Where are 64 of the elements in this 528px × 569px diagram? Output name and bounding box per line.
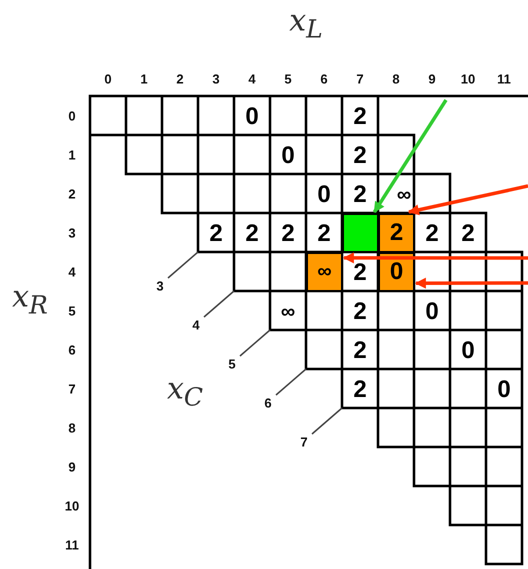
column-number: 3 <box>212 72 220 86</box>
diagonal-number: 5 <box>228 358 236 370</box>
cell-value: 0 <box>281 144 295 168</box>
highlighted-cell <box>378 252 415 292</box>
axis-label: x$_{C}$ <box>166 374 204 410</box>
column-number: 9 <box>428 72 436 86</box>
cell-value: 0 <box>497 378 511 402</box>
arrow <box>414 278 528 289</box>
highlighted-cell <box>306 252 343 292</box>
diagonal-number: 3 <box>156 280 164 292</box>
cell-value: 0 <box>245 104 259 128</box>
column-number: 5 <box>284 72 292 86</box>
cell-value: ∞ <box>317 260 332 284</box>
column-number: 6 <box>320 72 328 86</box>
cell-value: 2 <box>353 260 367 284</box>
cell-value: ∞ <box>280 302 296 322</box>
column-number: 4 <box>248 72 256 86</box>
cell-value: 2 <box>353 182 367 206</box>
row-number: 8 <box>68 421 76 434</box>
column-number: 7 <box>356 72 364 86</box>
row-number: 7 <box>68 382 76 395</box>
cell-value: 2 <box>353 104 367 128</box>
highlighted-cell <box>378 213 415 253</box>
diagonal-number: 7 <box>300 436 308 448</box>
cell-value: 2 <box>461 222 475 246</box>
cell-value: 2 <box>353 338 367 362</box>
arrow <box>372 99 448 213</box>
row-number: 2 <box>68 187 76 200</box>
cell-value: 2 <box>390 219 404 247</box>
row-number: 11 <box>65 538 79 551</box>
cell-value: 2 <box>353 300 367 324</box>
column-number: 10 <box>460 72 476 86</box>
cell-value: 0 <box>317 182 331 206</box>
cell-value: 2 <box>317 222 331 246</box>
diagonal-number: 4 <box>192 318 200 332</box>
arrow <box>408 184 528 216</box>
cell-value: ∞ <box>396 184 412 204</box>
highlighted-cell <box>342 213 379 253</box>
cell-value: 2 <box>245 222 259 246</box>
diagonal-number: 6 <box>264 396 272 410</box>
row-number: 0 <box>68 109 76 122</box>
row-number: 1 <box>68 148 76 161</box>
cell-value: 2 <box>425 222 439 246</box>
arrow <box>342 252 528 264</box>
column-number: 0 <box>104 72 112 86</box>
column-number: 8 <box>392 72 400 86</box>
cell-value: 2 <box>281 222 295 246</box>
axis-label: x$_{R}$ <box>12 282 48 318</box>
row-number: 9 <box>68 460 76 473</box>
cell-value: 2 <box>353 144 367 168</box>
row-number: 5 <box>68 304 76 317</box>
cell-value: 0 <box>390 258 404 286</box>
row-number: 4 <box>68 265 76 278</box>
axis-label: x$_{L}$ <box>289 6 323 42</box>
column-number: 1 <box>140 72 148 86</box>
row-number: 6 <box>68 343 76 356</box>
cell-value: 2 <box>353 378 367 402</box>
cell-value: 2 <box>209 222 223 246</box>
row-number: 3 <box>68 226 76 239</box>
row-number: 10 <box>64 499 80 512</box>
column-number: 2 <box>176 72 184 86</box>
cell-value: 0 <box>461 338 475 362</box>
cell-value: 0 <box>425 300 439 324</box>
column-number: 11 <box>497 72 511 86</box>
